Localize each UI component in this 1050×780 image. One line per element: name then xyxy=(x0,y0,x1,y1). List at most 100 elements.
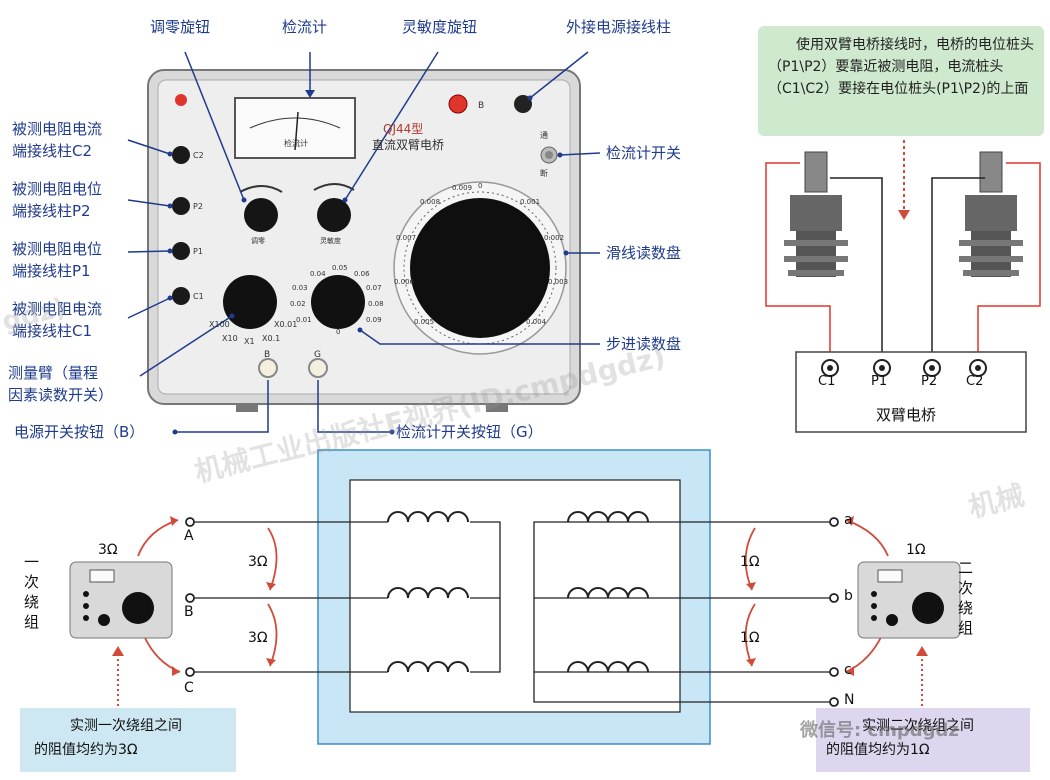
slide-tick: 0.006 xyxy=(394,278,415,286)
switch-on-label: 通 xyxy=(540,131,548,140)
coil-secondary-a xyxy=(567,511,649,523)
slide-tick: 0.001 xyxy=(520,198,541,206)
leader-c2 xyxy=(127,139,171,155)
leader-ext-power xyxy=(529,51,589,99)
panel-label-p1: P1 xyxy=(193,247,203,256)
leader-arm xyxy=(139,315,233,377)
post-p2 xyxy=(172,197,190,215)
note-secondary-text: 实测二次绕组之间 的阻值均约为1Ω xyxy=(826,714,974,762)
r-primary-top: 3Ω xyxy=(98,542,118,558)
post-c1 xyxy=(172,287,190,305)
label-galv-button: 检流计开关按钮（G） xyxy=(396,423,543,441)
panel-label-c2: C2 xyxy=(193,151,204,160)
step-dial-scale: 0.04 0.05 0.06 0.07 0.08 0.09 0.03 0.02 … xyxy=(290,264,384,340)
annotation-leaders xyxy=(127,51,601,433)
coil-secondary-b xyxy=(567,587,649,599)
zero-knob-arc xyxy=(239,185,283,193)
r-secondary-bc: 1Ω xyxy=(740,630,760,646)
terminal-n: N xyxy=(844,692,855,708)
note-secondary-line1: 实测二次绕组之间 xyxy=(862,718,974,734)
label-c2: 被测电阻电流 端接线柱C2 xyxy=(12,118,102,162)
note-primary-line1: 实测一次绕组之间 xyxy=(70,718,182,734)
label-c2-line2: 端接线柱C2 xyxy=(12,142,93,160)
leader-step-dial xyxy=(359,329,600,345)
step-tick: 0.05 xyxy=(332,264,348,272)
secondary-char: 次 xyxy=(958,579,974,597)
slide-tick: 0.005 xyxy=(414,318,435,326)
terminal-a-lower: a xyxy=(844,512,853,528)
terminal-c-upper: C xyxy=(184,680,194,696)
primary-char: 组 xyxy=(24,613,40,631)
transformer-core-window xyxy=(349,479,681,713)
note-primary-box xyxy=(20,708,236,772)
terminal-b-upper: B xyxy=(184,604,194,620)
coil-primary-c xyxy=(387,661,469,673)
secondary-char: 绕 xyxy=(958,599,974,617)
galv-toggle-lever xyxy=(545,151,553,159)
leader-p1 xyxy=(127,250,171,253)
arm-x10: X10 xyxy=(222,334,238,343)
slide-tick: 0.008 xyxy=(420,198,441,206)
bridge-note-arrow xyxy=(898,210,910,220)
leader-c1 xyxy=(127,297,171,319)
coil-secondary-c xyxy=(567,661,649,673)
terminal-c-lower: c xyxy=(844,662,852,678)
leader-arrowheads xyxy=(167,90,569,435)
r-secondary-ab: 1Ω xyxy=(740,554,760,570)
label-c1-line1: 被测电阻电流 xyxy=(12,300,103,318)
step-tick: 0.01 xyxy=(296,316,312,324)
leader-galv-btn xyxy=(317,380,392,433)
leader-galv-switch xyxy=(559,152,601,156)
instrument-name: 直流双臂电桥 xyxy=(372,138,445,152)
leader-p2 xyxy=(127,199,171,207)
measuring-arm-knob xyxy=(223,275,277,329)
ext-power-terminal-plus xyxy=(448,94,468,114)
label-p2: 被测电阻电位 端接线柱P2 xyxy=(12,178,102,222)
arm-x1: X1 xyxy=(244,337,255,346)
label-arm-line1: 测量臂（量程 xyxy=(8,364,99,382)
leader-sensitivity xyxy=(344,51,439,201)
power-terminal-label: B xyxy=(478,101,485,111)
button-g-label: G xyxy=(314,350,321,360)
primary-char: 一 xyxy=(24,553,40,571)
bridge-note-box xyxy=(758,26,1044,136)
arm-x001: X0.01 xyxy=(274,320,298,329)
zero-knob-small-label: 调零 xyxy=(251,237,265,245)
bridge-terminal-p2: P2 xyxy=(921,374,938,389)
label-p2-line2: 端接线柱P2 xyxy=(12,202,91,220)
note-primary-line2: 的阻值均约为3Ω xyxy=(34,742,138,758)
note-secondary-box xyxy=(816,708,1030,772)
watermark-wechat: 微信号: cmpdgdz xyxy=(800,720,959,741)
coil-primary-a xyxy=(387,511,469,523)
instrument-model: QJ44型 xyxy=(383,122,424,136)
label-step-dial: 步进读数盘 xyxy=(606,335,682,353)
r-primary-ab: 3Ω xyxy=(248,554,268,570)
zero-knob xyxy=(244,198,278,232)
note-left-arrow xyxy=(112,646,124,656)
label-p1-line2: 端接线柱P1 xyxy=(12,262,91,280)
label-measuring-arm: 测量臂（量程 因素读数开关） xyxy=(8,362,113,406)
label-p2-line1: 被测电阻电位 xyxy=(12,180,103,198)
panel-label-p2: P2 xyxy=(193,202,203,211)
primary-char: 绕 xyxy=(24,593,40,611)
sens-knob-small-label: 灵敏度 xyxy=(320,237,341,245)
slide-tick: 0.002 xyxy=(544,234,565,242)
label-c2-line1: 被测电阻电流 xyxy=(12,120,103,138)
arm-x01: X0.1 xyxy=(262,334,281,343)
slide-dial-knob xyxy=(410,198,550,338)
bridge-wires xyxy=(765,162,1041,362)
slide-tick: 0 xyxy=(478,182,483,190)
insulator-left xyxy=(784,151,848,277)
measure-arrowheads xyxy=(170,516,854,676)
step-tick: 0.08 xyxy=(368,300,384,308)
post-p1 xyxy=(172,242,190,260)
label-p1: 被测电阻电位 端接线柱P1 xyxy=(12,238,102,282)
ext-power-terminal-minus xyxy=(514,95,532,113)
bridge-terminal-p1: P1 xyxy=(871,374,888,389)
terminal-b-lower: b xyxy=(844,588,853,604)
galv-button-g xyxy=(308,358,328,378)
transformer-terminals xyxy=(185,517,839,707)
slide-dial-scale: 0 0.001 0.002 0.003 0.004 0.005 0.006 0.… xyxy=(394,182,568,354)
meter-scale-arc xyxy=(249,117,341,129)
